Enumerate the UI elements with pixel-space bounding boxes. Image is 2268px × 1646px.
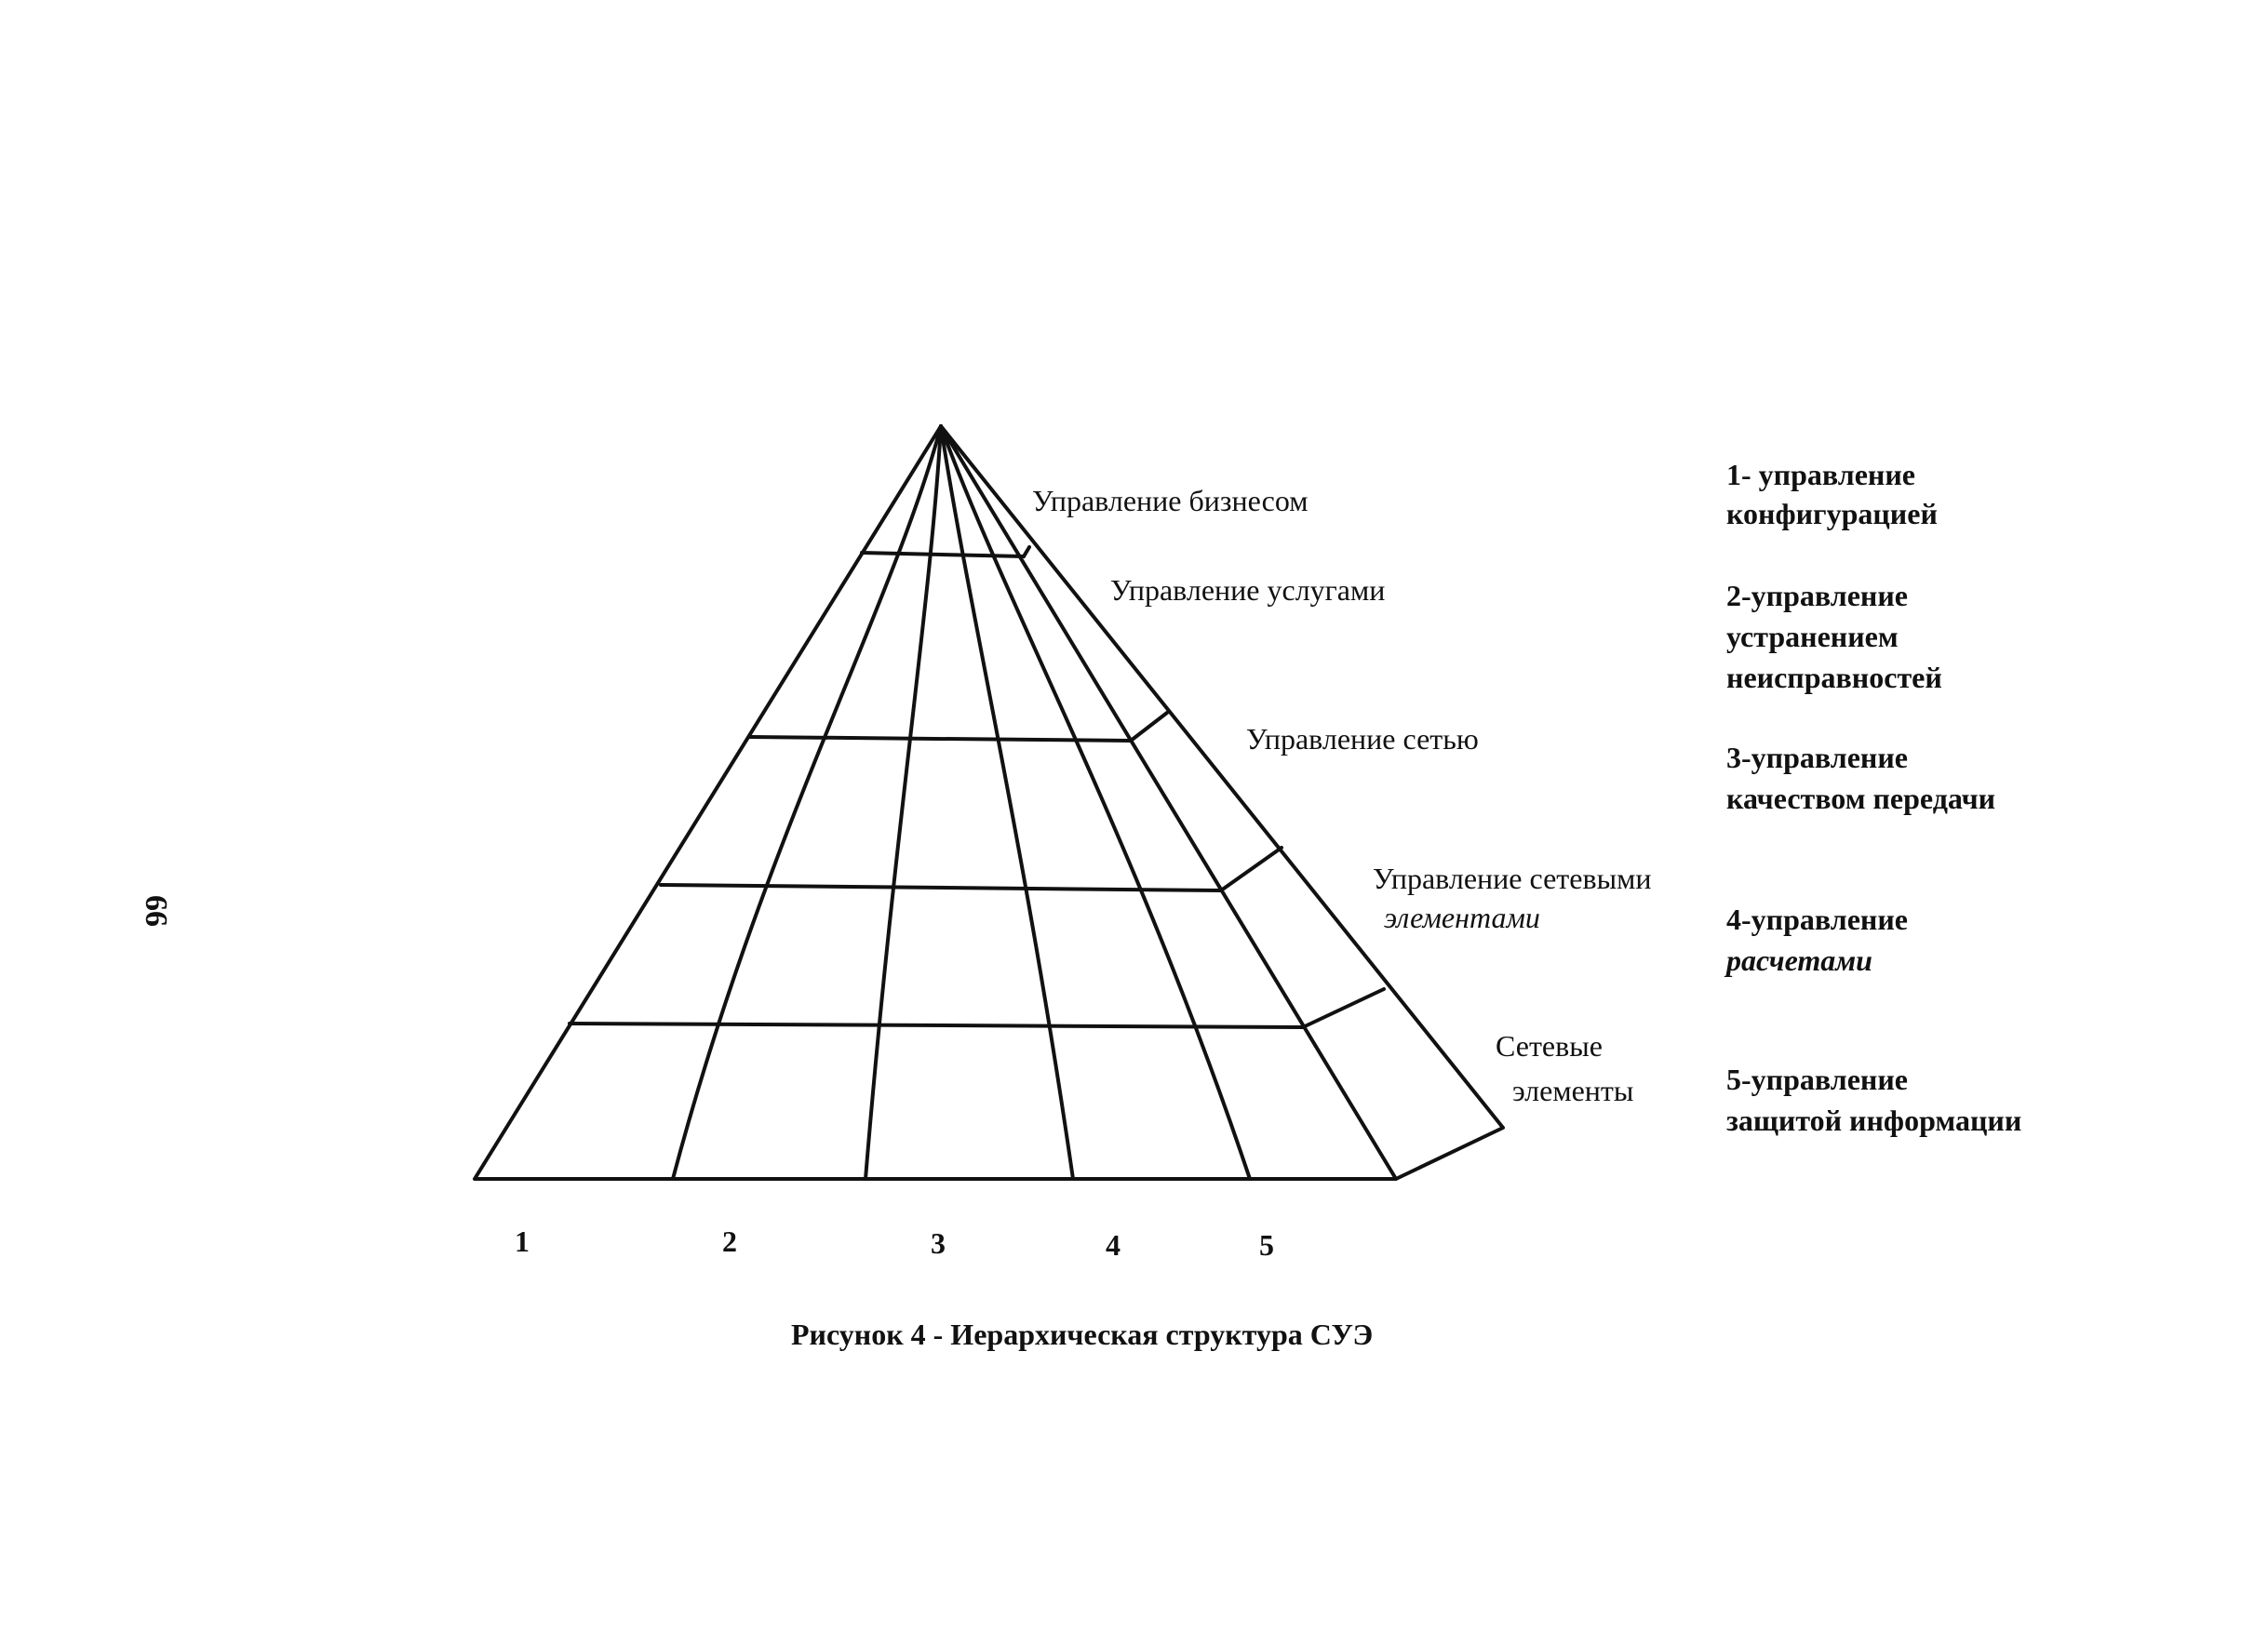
side-line-4 [1301, 987, 1386, 1029]
column-number-1: 1 [515, 1224, 530, 1258]
legend-item2-line3: неисправностей [1726, 661, 1942, 694]
side-line-2 [1129, 711, 1169, 743]
level-label-elements-2: элементы [1512, 1074, 1634, 1107]
column-number-2: 2 [722, 1224, 737, 1258]
figure-caption: Рисунок 4 - Иерархическая структура СУЭ [791, 1318, 1374, 1351]
page-number: 66 [139, 895, 173, 927]
legend-item4-line2: расчетами [1726, 943, 1872, 977]
level-label-elements-1: Сетевые [1496, 1029, 1603, 1063]
front-side-edge [939, 424, 1398, 1181]
legend-item2-line1: 2-управление [1726, 579, 1908, 612]
column-number-4: 4 [1106, 1228, 1121, 1262]
legend-item1-line1: 1- управление [1726, 458, 1915, 491]
legend-item4-line1: 4-управление [1726, 903, 1908, 936]
legend-item3-line2: качеством передачи [1726, 782, 1996, 815]
legend-item5-line2: защитой информации [1726, 1104, 2022, 1137]
level-label-network-elements-2: элементами [1384, 901, 1540, 934]
column-number-3: 3 [931, 1226, 946, 1260]
column-line-3 [939, 424, 1075, 1181]
pyramid-outline [473, 424, 1505, 1181]
side-line-3 [1219, 846, 1283, 892]
level-line-1 [860, 551, 1026, 558]
legend-item1-line2: конфигурацией [1726, 497, 1938, 530]
column-line-1 [671, 424, 943, 1181]
level-line-2 [748, 735, 1133, 743]
level-line-4 [568, 1022, 1305, 1029]
legend-item2-line2: устранением [1726, 620, 1899, 653]
column-number-5: 5 [1259, 1228, 1274, 1262]
level-line-3 [659, 883, 1223, 892]
level-label-network-elements-1: Управление сетевыми [1373, 862, 1652, 895]
column-line-4 [939, 424, 1252, 1181]
side-line-1 [1022, 545, 1031, 558]
level-label-services: Управление услугами [1110, 573, 1386, 607]
column-line-2 [864, 424, 943, 1181]
legend-item5-line1: 5-управление [1726, 1063, 1908, 1096]
level-label-network: Управление сетью [1246, 722, 1479, 756]
legend-item3-line1: 3-управление [1726, 741, 1908, 774]
level-label-business: Управление бизнесом [1032, 484, 1308, 517]
